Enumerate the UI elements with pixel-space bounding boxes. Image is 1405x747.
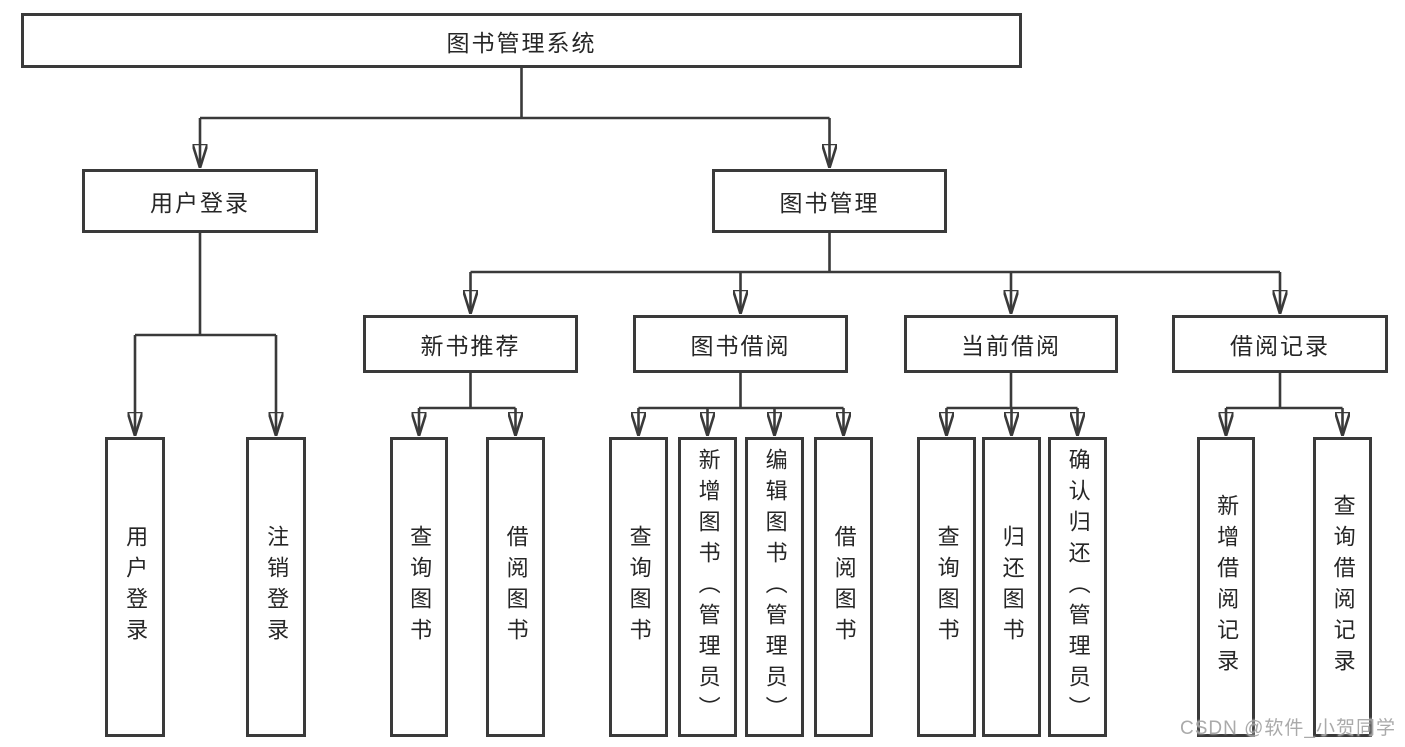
node-label: 新书推荐 — [420, 333, 521, 359]
node-label: 借阅图书 — [503, 525, 529, 649]
node-new-book-recommendation: 新书推荐 — [363, 315, 578, 373]
node-label: 图书借阅 — [690, 333, 791, 359]
node-library-management-system: 图书管理系统 — [21, 13, 1022, 68]
leaf-borrowing-borrow-books: 借阅图书 — [814, 437, 873, 737]
node-label: 新增图书（管理员） — [695, 447, 721, 727]
leaf-logout: 注销登录 — [246, 437, 306, 737]
leaf-records-add-record: 新增借阅记录 — [1197, 437, 1255, 737]
node-label: 查询图书 — [626, 525, 652, 649]
node-book-borrowing: 图书借阅 — [633, 315, 848, 373]
leaf-recommend-query-books: 查询图书 — [390, 437, 448, 737]
node-label: 借阅图书 — [831, 525, 857, 649]
node-label: 图书管理系统 — [446, 29, 597, 56]
node-label: 归还图书 — [999, 525, 1025, 649]
leaf-current-query-books: 查询图书 — [917, 437, 976, 737]
node-current-borrowing: 当前借阅 — [904, 315, 1118, 373]
node-label: 编辑图书（管理员） — [762, 447, 788, 727]
leaf-borrowing-add-books-admin: 新增图书（管理员） — [678, 437, 737, 737]
node-label: 查询图书 — [934, 525, 960, 649]
leaf-borrowing-edit-books-admin: 编辑图书（管理员） — [745, 437, 804, 737]
node-label: 查询借阅记录 — [1330, 494, 1356, 680]
csdn-watermark: CSDN @软件_小贺同学 — [1180, 718, 1396, 739]
node-label: 当前借阅 — [961, 333, 1061, 359]
leaf-current-return-books: 归还图书 — [982, 437, 1041, 737]
node-user-login-module: 用户登录 — [82, 169, 318, 233]
leaf-user-login: 用户登录 — [105, 437, 165, 737]
leaf-borrowing-query-books: 查询图书 — [609, 437, 668, 737]
node-label: 借阅记录 — [1230, 333, 1330, 359]
node-label: 新增借阅记录 — [1214, 494, 1240, 680]
node-borrowing-records: 借阅记录 — [1172, 315, 1388, 373]
node-label: 确认归还（管理员） — [1065, 447, 1091, 727]
node-label: 用户登录 — [150, 190, 250, 216]
node-label: 用户登录 — [123, 525, 149, 649]
node-label: 注销登录 — [264, 525, 290, 649]
leaf-recommend-borrow-books: 借阅图书 — [486, 437, 545, 737]
node-label: 查询图书 — [407, 525, 433, 649]
node-label: 图书管理 — [779, 190, 880, 216]
leaf-records-query-record: 查询借阅记录 — [1313, 437, 1372, 737]
node-book-management-module: 图书管理 — [712, 169, 947, 233]
leaf-current-confirm-return-admin: 确认归还（管理员） — [1048, 437, 1107, 737]
